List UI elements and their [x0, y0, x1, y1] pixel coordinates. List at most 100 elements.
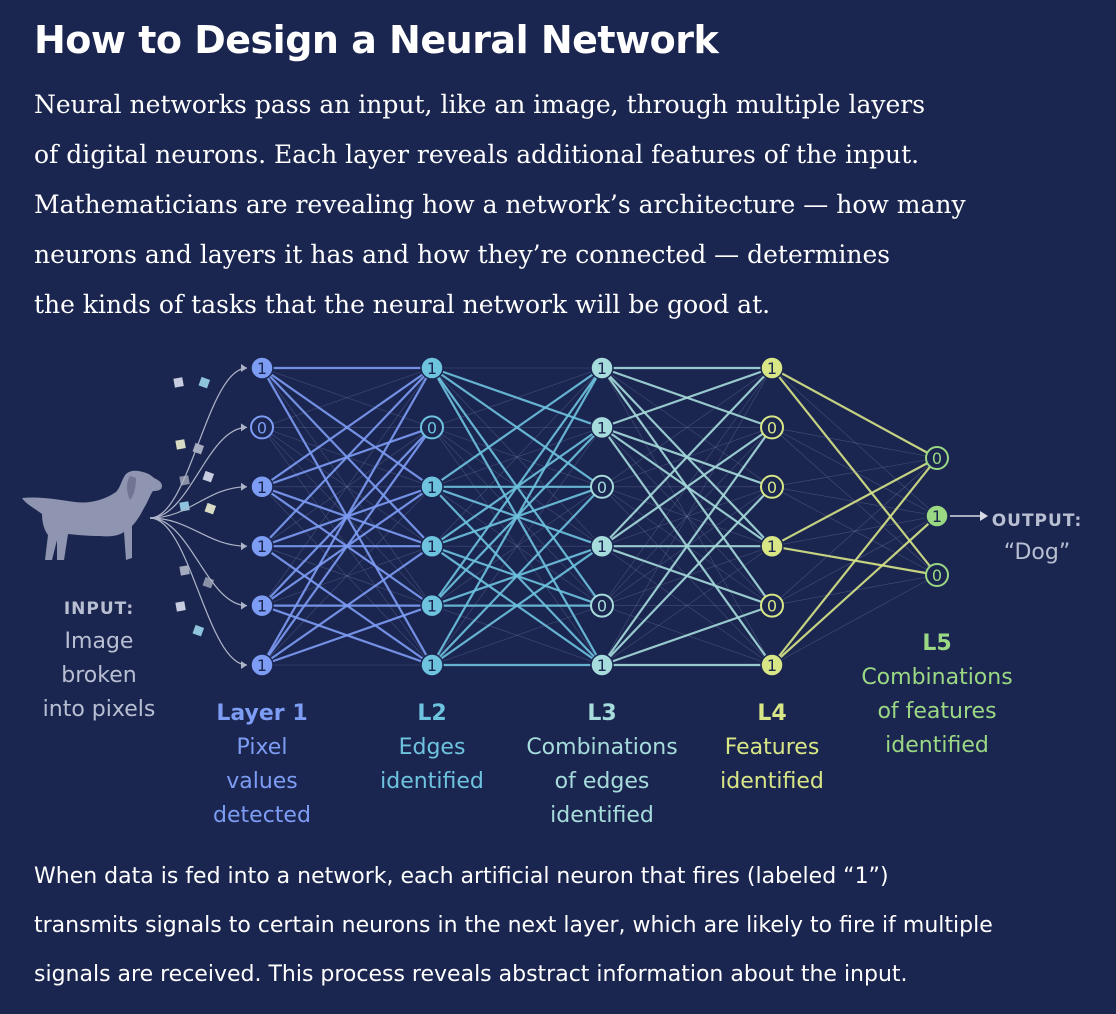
neuron-value: 1 [597, 537, 607, 556]
neuron: 0 [925, 446, 949, 470]
neuron-value: 0 [427, 418, 437, 437]
connection [601, 367, 773, 547]
neuron-value: 0 [597, 597, 607, 616]
neuron: 1 [925, 504, 949, 528]
connection [601, 427, 773, 606]
neuron-value: 0 [257, 418, 267, 437]
network-connections [261, 366, 938, 667]
connection [771, 515, 938, 547]
input-arrowhead [241, 364, 247, 372]
connection [771, 457, 938, 606]
connection [431, 427, 603, 488]
intro-line: Mathematicians are revealing how a netwo… [34, 190, 966, 219]
connection [261, 604, 433, 667]
connection [431, 545, 603, 666]
pixel-square [179, 501, 190, 512]
intro-line: neurons and layers it has and how they’r… [34, 240, 891, 269]
neuron: 1 [250, 653, 274, 677]
pixel-square [198, 376, 211, 389]
input-arrow [149, 426, 248, 519]
neuron-value: 1 [427, 597, 437, 616]
connection [601, 545, 773, 666]
layer-label: L5 [922, 631, 951, 656]
connection [771, 486, 938, 576]
connection [431, 367, 603, 488]
connection [601, 367, 773, 666]
layer-description-line: detected [213, 803, 311, 828]
connection [771, 427, 938, 517]
dog-icon [22, 470, 162, 560]
neuron-value: 1 [257, 537, 267, 556]
arrow-right-icon [950, 511, 988, 521]
connection [601, 545, 773, 666]
layer-description-line: Combinations [526, 735, 677, 760]
neuron-value: 1 [427, 359, 437, 378]
connection [601, 366, 773, 429]
neuron-value: 0 [597, 478, 607, 497]
connection [601, 367, 773, 606]
neuron: 0 [420, 415, 444, 440]
neuron: 1 [420, 653, 444, 677]
layer-description-line: identified [720, 769, 824, 794]
layer-description-line: of edges [555, 769, 650, 794]
input-arrowhead [241, 542, 247, 551]
connection [261, 367, 433, 666]
connection [431, 427, 603, 488]
neuron: 0 [250, 415, 274, 440]
input-arrowhead [241, 482, 247, 491]
connection [771, 515, 938, 666]
connection [601, 426, 773, 548]
neuron-value: 1 [597, 656, 607, 675]
neuron-value: 1 [597, 359, 607, 378]
input-arrow [149, 367, 248, 519]
neuron-value: 1 [767, 656, 777, 675]
neuron-value: 1 [427, 656, 437, 675]
neuron-value: 1 [257, 359, 267, 378]
layer-description-line: Pixel [237, 735, 288, 760]
neuron: 1 [590, 415, 614, 440]
footer-line: When data is fed into a network, each ar… [34, 864, 889, 889]
neuron: 1 [590, 653, 614, 677]
neuron-value: 1 [767, 359, 777, 378]
neuron: 0 [925, 563, 949, 587]
layer-description-line: identified [550, 803, 654, 828]
input-heading: INPUT: [64, 599, 134, 619]
neuron: 0 [590, 593, 614, 618]
neuron: 0 [760, 593, 784, 618]
neuron-value: 1 [257, 478, 267, 497]
input-arrowhead [241, 661, 247, 669]
footer-text: When data is fed into a network, each ar… [34, 852, 1104, 999]
layer-label: L2 [417, 701, 446, 726]
intro-text: Neural networks pass an input, like an i… [34, 80, 1094, 330]
connection [261, 427, 433, 547]
connection [601, 426, 773, 666]
footer-line: transmits signals to certain neurons in … [34, 913, 993, 938]
neuron: 1 [250, 475, 274, 499]
input-arrow [149, 517, 248, 607]
connection [431, 367, 603, 666]
neuron: 1 [420, 593, 444, 618]
neuron: 1 [760, 534, 784, 558]
layer-description-line: identified [380, 769, 484, 794]
connection [261, 427, 433, 547]
connection [261, 367, 433, 488]
connection [261, 367, 433, 547]
footer-line: signals are received. This process revea… [34, 962, 908, 987]
neuron: 0 [760, 415, 784, 440]
layer-label: L3 [587, 701, 616, 726]
neuron-value: 1 [427, 478, 437, 497]
pixel-square [204, 502, 217, 515]
connection [261, 545, 433, 606]
connection [261, 486, 433, 666]
neuron-value: 0 [767, 597, 777, 616]
pixel-square [173, 377, 184, 388]
connection [771, 427, 938, 459]
layer-description-line: Edges [399, 735, 466, 760]
layer-description-line: of features [877, 699, 996, 724]
neuron: 1 [250, 356, 274, 380]
neuron-value: 1 [257, 597, 267, 616]
connection [601, 486, 773, 547]
layer-description-line: values [226, 769, 298, 794]
pixel-square [192, 624, 205, 637]
connection [431, 367, 603, 547]
